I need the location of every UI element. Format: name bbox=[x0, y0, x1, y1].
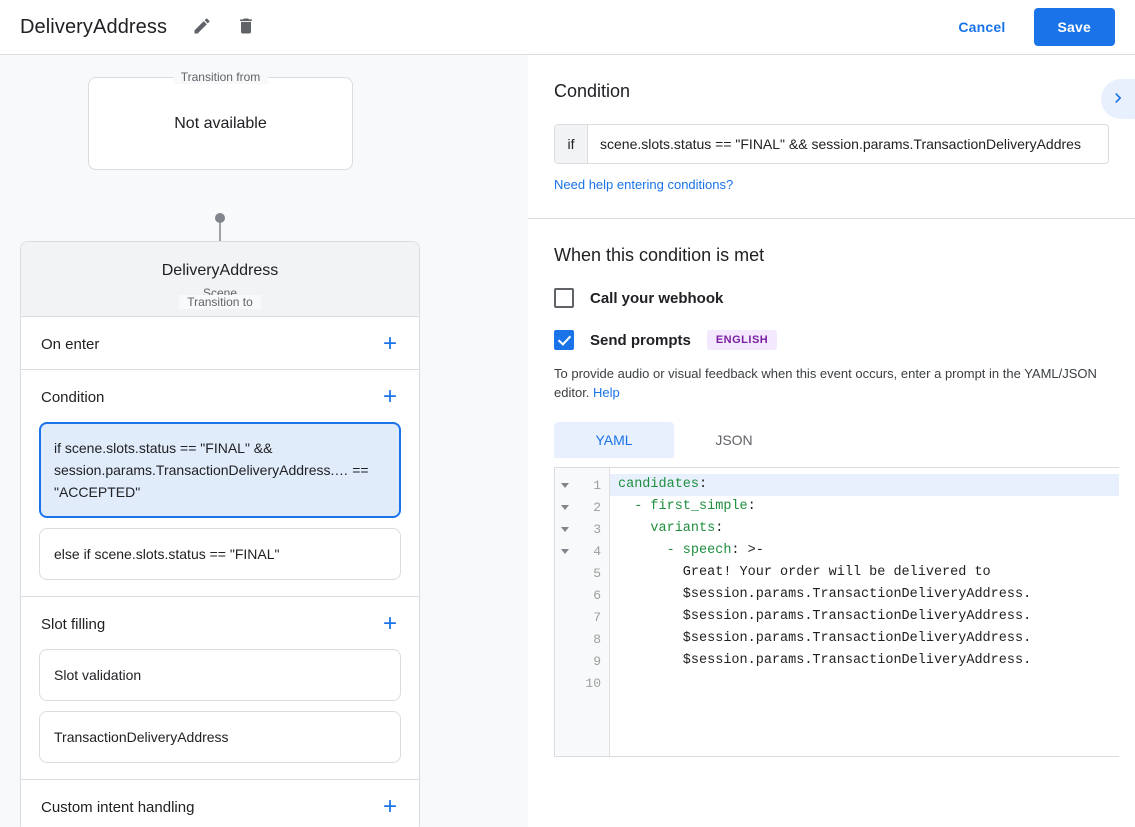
condition-help-link[interactable]: Need help entering conditions? bbox=[554, 177, 734, 192]
editor-line-number: 2 bbox=[555, 496, 609, 518]
pencil-icon bbox=[192, 16, 212, 39]
yaml-key: - speech bbox=[666, 543, 732, 558]
editor-format-tabs: YAML JSON bbox=[554, 422, 1109, 458]
right-panel: Condition if Need help entering conditio… bbox=[528, 55, 1135, 827]
section-on-enter: On enter + bbox=[21, 317, 419, 370]
delete-button[interactable] bbox=[229, 10, 263, 44]
editor-line-number: 7 bbox=[593, 609, 601, 625]
editor-code-line: variants: bbox=[650, 521, 724, 536]
editor-code-area[interactable]: candidates: - first_simple: variants: - … bbox=[610, 468, 1119, 756]
editor-code-line: $session.params.TransactionDeliveryAddre… bbox=[618, 653, 1032, 668]
editor-hint-help-link[interactable]: Help bbox=[593, 385, 620, 400]
chevron-right-icon bbox=[1108, 88, 1128, 111]
section-title: On enter bbox=[41, 335, 100, 353]
tab-json[interactable]: JSON bbox=[715, 432, 753, 448]
section-custom-intent-handling: Custom intent handling + bbox=[21, 780, 419, 827]
editor-hint-text: To provide audio or visual feedback when… bbox=[554, 366, 1097, 400]
section-condition: Condition + if scene.slots.status == "FINA… bbox=[21, 370, 419, 597]
list-item[interactable]: TransactionDeliveryAddress bbox=[39, 711, 401, 763]
editor-line-number: 9 bbox=[593, 653, 601, 669]
page-title: DeliveryAddress bbox=[20, 15, 168, 38]
section-header: Slot filling + bbox=[21, 597, 419, 649]
editor-code-line: - first_simple: bbox=[634, 499, 756, 514]
editor-code-line bbox=[610, 672, 1119, 694]
editor-line-number: 8 bbox=[593, 631, 601, 647]
topbar-actions: Cancel Save bbox=[944, 8, 1115, 46]
editor-line-number: 10 bbox=[585, 675, 601, 691]
section-body: if scene.slots.status == "FINAL" && sess… bbox=[21, 422, 419, 596]
yaml-key: candidates bbox=[618, 477, 700, 492]
condition-if-label: if bbox=[555, 125, 588, 163]
section-header: Condition + bbox=[21, 370, 419, 422]
editor-line-number: 5 bbox=[593, 565, 601, 581]
edit-button[interactable] bbox=[185, 10, 219, 44]
webhook-checkbox-row[interactable]: Call your webhook bbox=[554, 288, 1109, 308]
editor-line-number: 6 bbox=[593, 587, 601, 603]
trash-icon bbox=[236, 16, 256, 39]
send-prompts-checkbox[interactable] bbox=[554, 330, 574, 350]
transition-from-box: Transition from Not available bbox=[88, 70, 353, 170]
transition-from-legend: Transition from bbox=[172, 70, 269, 84]
send-prompts-checkbox-row[interactable]: Send prompts ENGLISH bbox=[554, 330, 1109, 350]
fold-arrow-icon[interactable] bbox=[561, 526, 569, 532]
section-header: On enter + bbox=[21, 317, 419, 369]
call-webhook-label: Call your webhook bbox=[590, 289, 724, 307]
list-item[interactable]: Slot validation bbox=[39, 649, 401, 701]
transition-to-name: DeliveryAddress bbox=[161, 262, 279, 279]
editor-code-line: Great! Your order will be delivered to bbox=[618, 565, 991, 580]
section-title: Slot filling bbox=[41, 615, 106, 633]
tab-yaml[interactable]: YAML bbox=[554, 422, 674, 458]
scene-sections: On enter + Condition + if scene.slots.status… bbox=[21, 317, 419, 827]
editor-code-line: - speech: >- bbox=[666, 543, 764, 558]
condition-input[interactable] bbox=[588, 125, 1108, 163]
fold-arrow-icon[interactable] bbox=[561, 548, 569, 554]
list-item[interactable]: if scene.slots.status == "FINAL" && sess… bbox=[39, 422, 401, 518]
language-badge: ENGLISH bbox=[706, 330, 778, 350]
when-met-heading: When this condition is met bbox=[554, 245, 765, 265]
section-title: Condition bbox=[41, 388, 105, 406]
left-panel: Transition from Not available Transition… bbox=[0, 55, 528, 827]
editor-line-number: 3 bbox=[555, 518, 609, 540]
add-icon[interactable]: + bbox=[382, 383, 397, 410]
transition-from-value: Not available bbox=[174, 114, 267, 132]
yaml-key: variants bbox=[650, 521, 716, 536]
fold-arrow-icon[interactable] bbox=[561, 482, 569, 488]
transition-to-legend: Transition to bbox=[179, 295, 261, 309]
condition-section: Condition if Need help entering conditio… bbox=[528, 55, 1135, 219]
condition-heading: Condition bbox=[554, 81, 631, 101]
cancel-button[interactable]: Cancel bbox=[944, 11, 1019, 43]
when-condition-met-section: When this condition is met Call your web… bbox=[528, 219, 1135, 767]
editor-code-line: candidates: bbox=[610, 474, 1119, 496]
save-button[interactable]: Save bbox=[1033, 8, 1115, 46]
yaml-key: - first_simple bbox=[634, 499, 748, 514]
editor-line-number: 1 bbox=[555, 474, 609, 496]
editor-code-line: $session.params.TransactionDeliveryAddre… bbox=[618, 631, 1032, 646]
top-bar: DeliveryAddress Cancel Save bbox=[0, 0, 1135, 55]
call-webhook-checkbox[interactable] bbox=[554, 288, 574, 308]
expand-panel-button[interactable] bbox=[1101, 79, 1135, 119]
section-header: Custom intent handling + bbox=[21, 780, 419, 827]
editor-code-line: $session.params.TransactionDeliveryAddre… bbox=[618, 609, 1032, 624]
add-icon[interactable]: + bbox=[382, 330, 397, 357]
add-icon[interactable]: + bbox=[382, 793, 397, 820]
transition-to-card: DeliveryAddress Scene On enter+Condition… bbox=[20, 241, 420, 827]
send-prompts-label: Send prompts bbox=[590, 331, 691, 349]
editor-hint: To provide audio or visual feedback when… bbox=[554, 364, 1109, 402]
section-title: Custom intent handling bbox=[41, 798, 195, 816]
list-item[interactable]: else if scene.slots.status == "FINAL" bbox=[39, 528, 401, 580]
editor-line-number: 4 bbox=[555, 540, 609, 562]
condition-input-wrapper: if bbox=[554, 124, 1109, 164]
editor-code-line: $session.params.TransactionDeliveryAddre… bbox=[618, 587, 1032, 602]
add-icon[interactable]: + bbox=[382, 610, 397, 637]
fold-arrow-icon[interactable] bbox=[561, 504, 569, 510]
